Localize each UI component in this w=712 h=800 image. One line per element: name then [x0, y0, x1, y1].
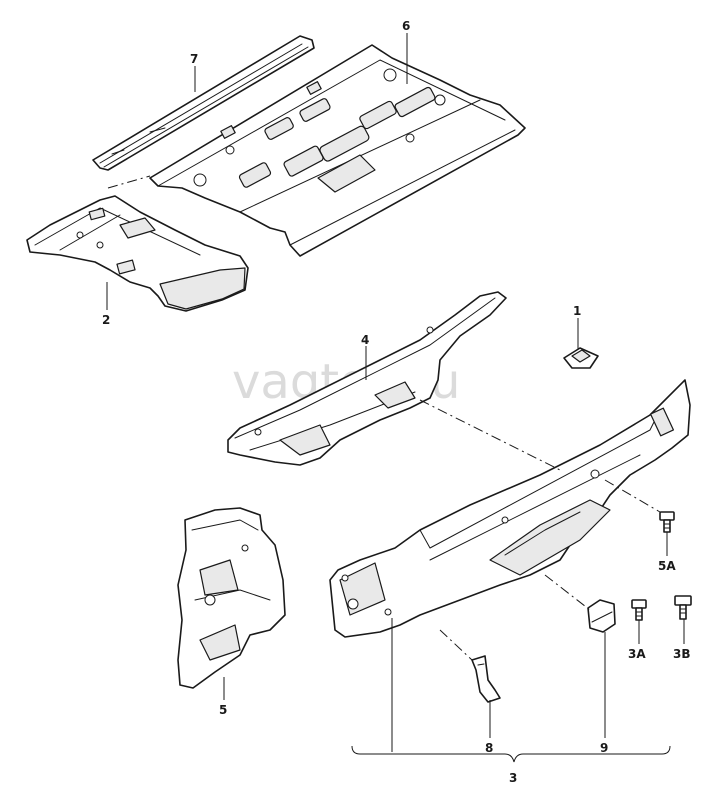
callout-5: 5 [219, 703, 227, 717]
callout-2: 2 [102, 313, 110, 327]
part-3-rear-panel[interactable] [329, 379, 691, 638]
dashed-line-7-6 [107, 175, 151, 189]
part-9-bracket[interactable] [587, 599, 616, 633]
part-4-cross-member[interactable] [227, 291, 507, 466]
callout-3: 3 [509, 771, 517, 785]
callout-6: 6 [402, 19, 410, 33]
part-7-strip[interactable] [92, 35, 315, 171]
part-2-floor-section[interactable] [26, 195, 249, 312]
dashed-line-4-3 [419, 399, 561, 471]
part-5a-bolt[interactable] [659, 511, 675, 533]
callout-9: 9 [600, 741, 608, 755]
dashed-line-3-8 [439, 629, 473, 661]
group-3-bracket [351, 745, 671, 763]
callout-3b: 3B [673, 647, 691, 661]
callout-4: 4 [361, 333, 369, 347]
callout-5a: 5A [658, 559, 676, 573]
dashed-line-3-9 [544, 574, 591, 611]
part-3b-bolt[interactable] [674, 595, 692, 620]
dashed-line-3-5a [604, 479, 661, 513]
part-8-bracket[interactable] [471, 655, 501, 703]
callout-3a: 3A [628, 647, 646, 661]
callout-7: 7 [190, 52, 198, 66]
part-3a-bolt[interactable] [631, 599, 647, 621]
part-1-clip[interactable] [563, 347, 599, 369]
part-5-side-panel[interactable] [177, 507, 286, 689]
callout-8: 8 [485, 741, 493, 755]
callout-1: 1 [573, 304, 581, 318]
part-6-floor-panel[interactable] [149, 44, 526, 257]
